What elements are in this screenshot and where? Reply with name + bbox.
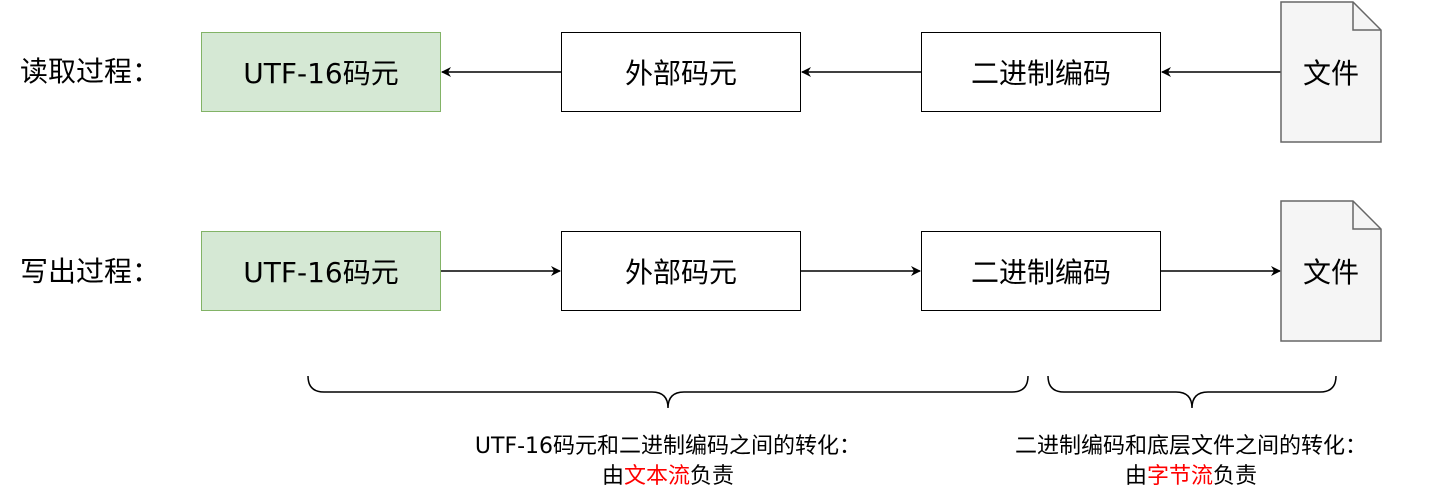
write-external-box: 外部码元 bbox=[561, 231, 801, 311]
read-utf16-box: UTF-16码元 bbox=[201, 32, 441, 112]
read-file-icon bbox=[1280, 1, 1382, 143]
text-stream-caption: UTF-16码元和二进制编码之间的转化： 由文本流负责 bbox=[398, 432, 938, 492]
byte-stream-caption-line1: 二进制编码和底层文件之间的转化： bbox=[1014, 434, 1367, 459]
byte-stream-caption-suffix: 负责 bbox=[1213, 464, 1258, 489]
text-stream-caption-suffix: 负责 bbox=[690, 464, 735, 489]
text-stream-brace bbox=[307, 375, 1029, 409]
text-stream-caption-prefix: 由 bbox=[601, 464, 624, 489]
text-stream-caption-line1: UTF-16码元和二进制编码之间的转化： bbox=[474, 434, 862, 459]
write-utf16-box: UTF-16码元 bbox=[201, 231, 441, 311]
read-external-box: 外部码元 bbox=[561, 32, 801, 112]
text-stream-caption-line2: 由文本流负责 bbox=[398, 462, 938, 492]
text-stream-highlight: 文本流 bbox=[623, 464, 690, 489]
byte-stream-highlight: 字节流 bbox=[1146, 464, 1213, 489]
read-process-label: 读取过程： bbox=[20, 55, 161, 88]
byte-stream-caption-prefix: 由 bbox=[1124, 464, 1147, 489]
write-process-label: 写出过程： bbox=[20, 255, 161, 288]
byte-stream-caption-line2: 由字节流负责 bbox=[956, 462, 1426, 492]
byte-stream-brace bbox=[1047, 375, 1337, 409]
byte-stream-caption: 二进制编码和底层文件之间的转化： 由字节流负责 bbox=[956, 432, 1426, 492]
read-file-label: 文件 bbox=[1302, 57, 1359, 90]
write-binary-box: 二进制编码 bbox=[921, 231, 1161, 311]
write-file-label: 文件 bbox=[1302, 256, 1359, 289]
read-binary-box: 二进制编码 bbox=[921, 32, 1161, 112]
write-file-icon bbox=[1280, 200, 1382, 342]
